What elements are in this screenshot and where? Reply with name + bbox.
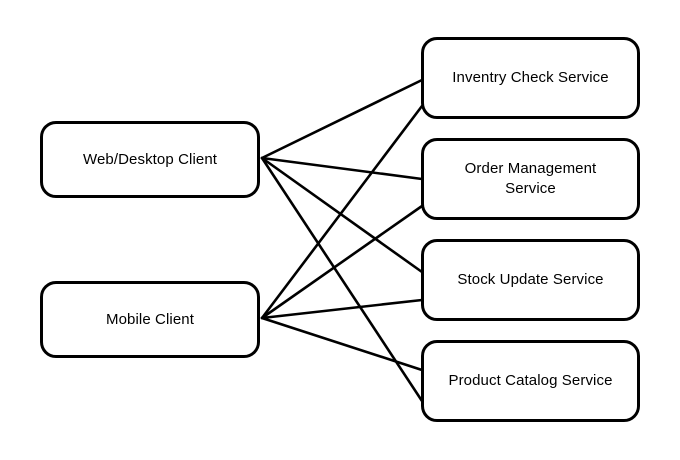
node-label-mobile-client: Mobile Client: [105, 310, 194, 328]
node-label-stock-update-service: Stock Update Service: [457, 271, 604, 288]
edge-mobile-to-inventry: [260, 104, 424, 320]
node-label-order-management-service: Order Management Service: [464, 160, 597, 197]
edge-web-to-order: [260, 156, 424, 181]
edge-web-to-stock: [260, 156, 424, 274]
node-label-product-catalog-service: Product Catalog Service: [448, 372, 613, 389]
edge-web-to-inventry: [260, 78, 424, 160]
node-inventry-check-service[interactable]: Inventry Check Service: [421, 37, 640, 119]
node-label-web-desktop-client: Web/Desktop Client: [82, 150, 218, 168]
edge-mobile-to-stock: [260, 298, 424, 320]
edge-mobile-to-order: [260, 204, 424, 320]
edge-mobile-to-product: [260, 316, 424, 372]
node-web-desktop-client[interactable]: Web/Desktop Client: [40, 121, 260, 198]
node-mobile-client[interactable]: Mobile Client: [40, 281, 260, 358]
node-label-inventry-check-service: Inventry Check Service: [452, 69, 609, 86]
node-order-management-service[interactable]: Order Management Service: [421, 138, 640, 220]
edge-web-to-product: [260, 156, 424, 403]
node-product-catalog-service[interactable]: Product Catalog Service: [421, 340, 640, 422]
node-stock-update-service[interactable]: Stock Update Service: [421, 239, 640, 321]
